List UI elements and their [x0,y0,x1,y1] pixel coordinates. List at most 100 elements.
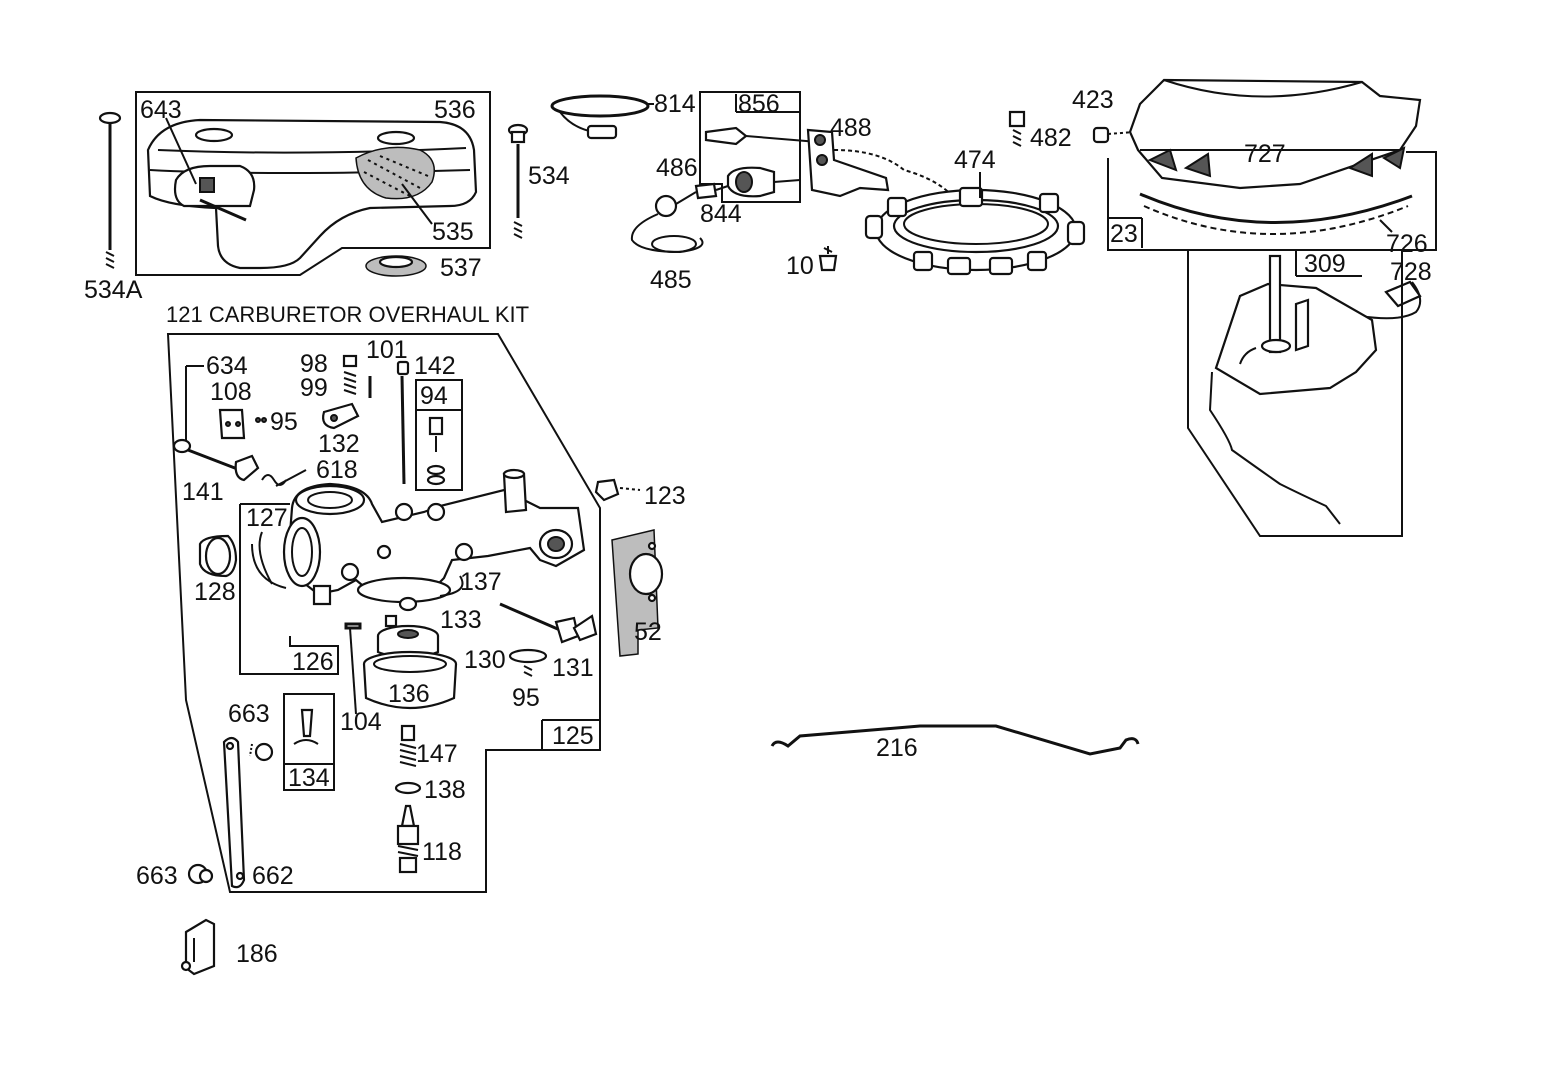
link-662 [222,736,246,889]
washer-130 [508,648,548,677]
label-125: 125 [552,722,594,750]
bowl-136 [362,650,458,710]
bracket-186 [180,918,216,976]
pin-104 [344,622,362,630]
screw-482 [1008,110,1026,147]
nut-663-upper [249,742,274,762]
bolt-534a [98,111,122,269]
box-309 [1187,249,1403,537]
leader-643 [165,117,197,185]
box-94 [415,379,463,491]
label-95-lower: 95 [512,684,540,712]
label-474: 474 [954,146,996,174]
label-728: 728 [1390,258,1432,286]
label-142: 142 [414,352,456,380]
label-134: 134 [288,764,330,792]
leader-104 [349,627,357,715]
wire-loop-814 [550,94,650,118]
label-486: 486 [656,154,698,182]
label-643: 643 [140,96,182,124]
box-126 [239,503,339,675]
label-634: 634 [206,352,248,380]
box-134 [283,693,335,791]
carburetor-group [166,333,664,893]
label-663-upper: 663 [228,700,270,728]
flywheel-group [1092,78,1437,537]
label-141: 141 [182,478,224,506]
label-23: 23 [1110,220,1138,248]
throttle-shaft-141 [172,438,260,482]
nut-123 [594,478,641,502]
label-99: 99 [300,374,328,402]
label-186: 186 [236,940,278,968]
label-130: 130 [464,646,506,674]
label-814: 814 [654,90,696,118]
tank-fill-neck [376,130,416,146]
label-147: 147 [416,740,458,768]
kit-title: 121 CARBURETOR OVERHAUL KIT [166,302,529,327]
idle-screw-131 [499,602,598,644]
label-94: 94 [420,382,448,410]
label-482: 482 [1030,124,1072,152]
nut-663-lower [187,863,214,885]
label-856: 856 [738,90,780,118]
label-535: 535 [432,218,474,246]
seat-94 [426,416,446,486]
screw-147 [399,724,417,767]
needle-118 [396,804,420,874]
spring-618 [261,469,307,487]
label-423: 423 [1072,86,1114,114]
label-662: 662 [252,862,294,890]
fuel-filter-screen [355,146,435,200]
label-126: 126 [292,648,334,676]
kit-frame-125 [166,333,601,893]
label-534a: 534A [84,276,143,304]
ring-gear-726 [1139,192,1413,224]
label-536: 536 [434,96,476,124]
gasket-537 [365,255,427,277]
callout-labels: 121 CARBURETOR OVERHAUL KIT 643 536 534A… [84,86,1432,968]
label-101: 101 [366,336,408,364]
label-726: 726 [1386,230,1428,258]
label-123: 123 [644,482,686,510]
label-663-lower: 663 [136,862,178,890]
screw-98-99 [342,354,358,395]
label-132: 132 [318,430,360,458]
label-485: 485 [650,266,692,294]
washer-138 [394,781,422,795]
label-488: 488 [830,114,872,142]
ignition-wiring-group [550,91,1086,276]
throttle-valve-108 [218,408,246,440]
label-10: 10 [786,252,814,280]
label-98: 98 [300,350,328,378]
label-844: 844 [700,200,742,228]
needle-134 [300,708,314,738]
screw-95-upper [255,417,267,423]
label-95-upper: 95 [270,408,298,436]
bolt-534 [507,123,529,239]
screw-10 [818,246,838,272]
label-128: 128 [194,578,236,606]
choke-127 [282,516,322,588]
leader-535 [401,183,433,225]
fuel-tank-frame [135,91,491,276]
label-216: 216 [876,734,918,762]
label-104: 104 [340,708,382,736]
label-618: 618 [316,456,358,484]
box-856 [699,91,801,203]
armature-474 [864,172,1086,276]
needle-142 [396,360,410,485]
box-23 [1107,151,1437,251]
label-138: 138 [424,776,466,804]
label-127: 127 [246,504,288,532]
label-537: 537 [440,254,482,282]
bracket-488 [806,128,890,198]
label-727: 727 [1244,140,1286,168]
screw-423 [1092,126,1135,144]
label-136: 136 [388,680,430,708]
label-52: 52 [634,618,662,646]
governor-link-216 [770,724,1140,756]
label-118: 118 [422,838,462,866]
label-309: 309 [1304,250,1346,278]
